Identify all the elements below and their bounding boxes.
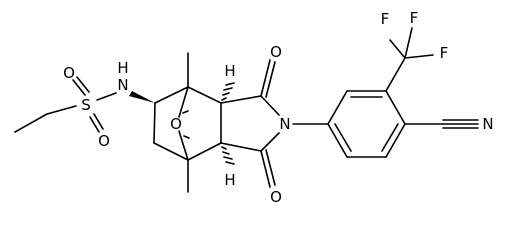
bridge-stereo-hash	[182, 110, 190, 139]
atom-n-imide: N	[279, 115, 290, 133]
stereo-hash-bottom	[221, 146, 235, 165]
chemical-structure: S O O N H O H H	[14, 9, 494, 206]
atom-f-3: F	[440, 44, 449, 62]
atom-f-1: F	[381, 10, 390, 28]
atom-s: S	[81, 96, 91, 114]
benzene-ring	[292, 90, 406, 158]
ethyl-group	[14, 105, 77, 133]
trifluoromethyl-group	[385, 27, 434, 92]
atom-h-top: H	[224, 62, 235, 80]
atom-o-sulfonyl-2: O	[98, 132, 110, 150]
stereo-hash-top	[221, 82, 235, 101]
atom-f-2: F	[410, 9, 419, 27]
nitrile-group	[404, 119, 479, 129]
bicyclic-core	[153, 52, 222, 193]
sulfonyl-group	[72, 76, 117, 133]
atom-n-sulfonamide: N	[117, 76, 128, 94]
imide-ring	[220, 59, 280, 188]
atom-o-carbonyl-top: O	[270, 43, 282, 61]
atom-o-carbonyl-bottom: O	[270, 188, 282, 206]
atom-o-sulfonyl-1: O	[63, 64, 75, 82]
atom-h-bottom: H	[224, 171, 235, 189]
atom-h-sulfonamide: H	[117, 59, 128, 77]
atom-n-nitrile: N	[482, 115, 493, 133]
atom-o-bridge: O	[170, 115, 182, 133]
wedge-bond-nh	[129, 91, 155, 103]
